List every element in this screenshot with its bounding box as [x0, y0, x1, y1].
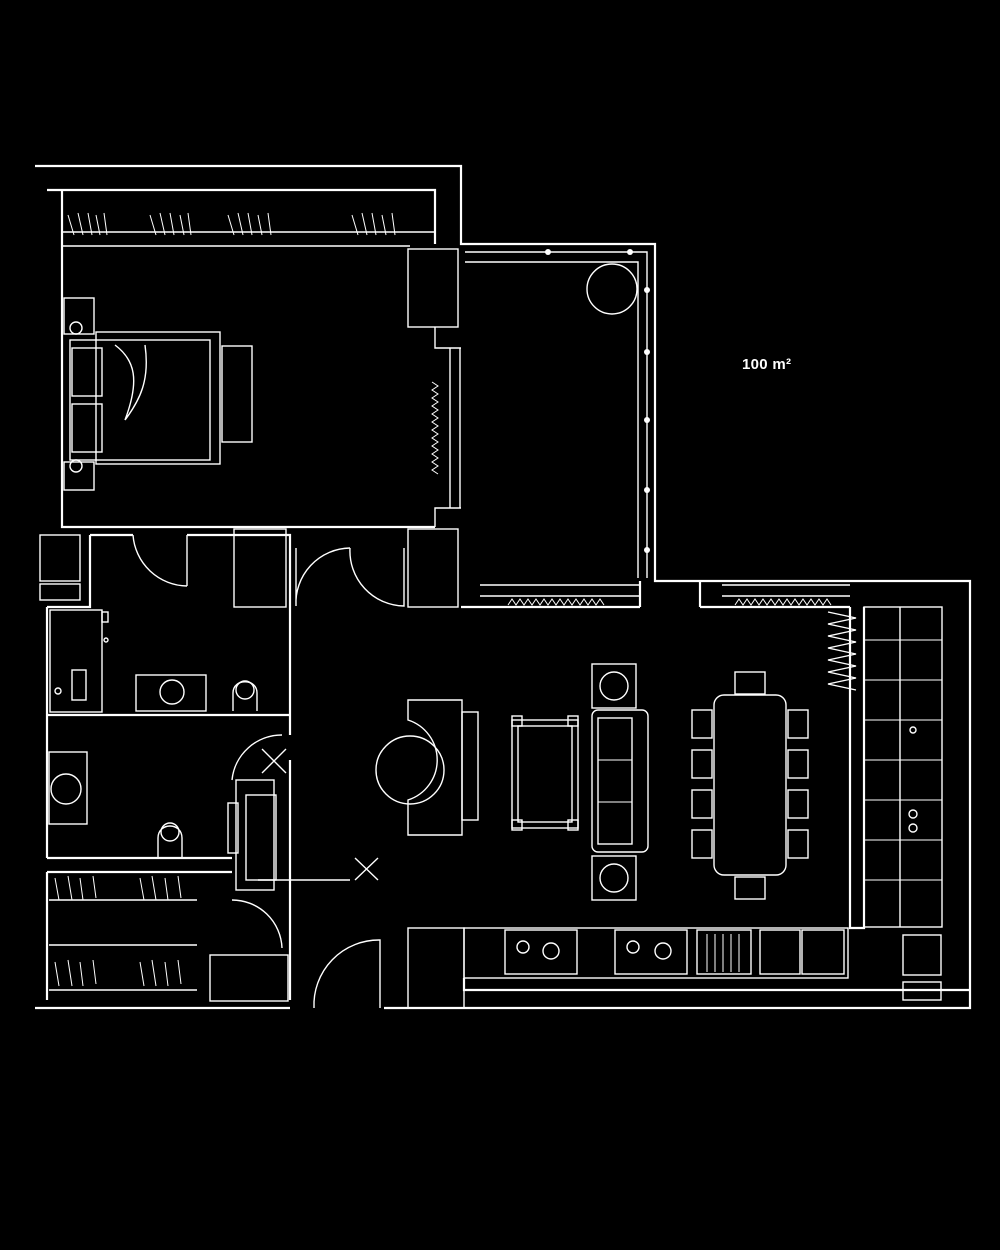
- bedroom-curtain: [431, 348, 461, 508]
- doors: [132, 534, 405, 1009]
- laundry: [49, 609, 109, 713]
- balcony: [465, 249, 650, 578]
- hall-closet: [49, 875, 289, 1002]
- bathroom-1: [135, 674, 258, 712]
- interior-walls: [39, 528, 459, 1000]
- kitchen-counter-right: [848, 606, 943, 1001]
- bathroom-2: [48, 751, 239, 858]
- service-shaft: [235, 779, 379, 891]
- tv-console: [375, 699, 479, 836]
- bedroom-wardrobe: [62, 212, 435, 247]
- area-label: 100 m²: [742, 356, 792, 373]
- nightstands: [63, 297, 95, 491]
- kitchen-counter-bottom: [407, 927, 970, 1009]
- coffee-table: [511, 715, 579, 831]
- dining-table: [691, 671, 809, 900]
- sofa: [591, 663, 649, 901]
- outer-walls: [35, 164, 972, 1010]
- bedroom-cabinets: [407, 248, 461, 527]
- living-window-curtains: [461, 581, 857, 691]
- bed: [69, 331, 253, 465]
